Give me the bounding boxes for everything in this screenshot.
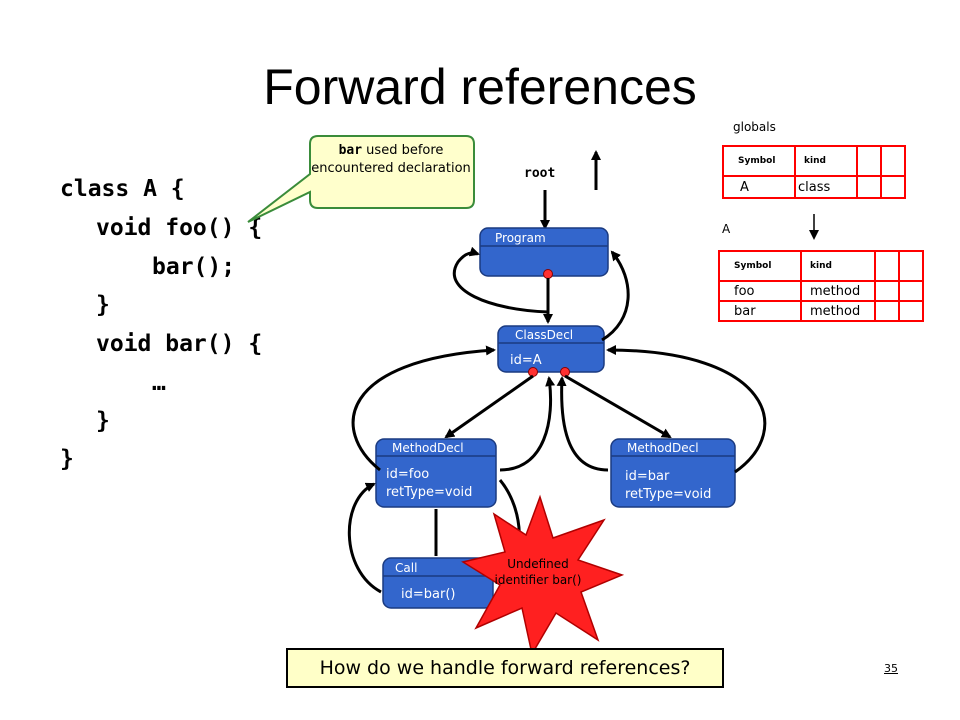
code-line-4: } [96,292,110,318]
code-line-5: void bar() { [96,331,263,357]
globals-header-kind: kind [794,145,858,177]
slide-title: Forward references [263,59,697,115]
a-header-symbol: Symbol [718,250,802,282]
globals-row-1-kind: class [794,175,858,199]
code-line-7: } [96,408,110,434]
code-line-1: class A { [60,176,185,202]
a-row-2-symbol: bar [718,300,802,322]
edge-foo-to-classdecl-mid [499,376,556,472]
edge-foo-to-classdecl-left [351,345,496,472]
edge-call-to-foo [347,482,382,594]
edge-bar-to-classdecl-right [606,345,767,474]
callout-keyword: bar [338,143,363,158]
error-burst-text: Undefined identifier bar() [478,556,598,588]
globals-header-symbol: Symbol [722,145,796,177]
edge-classdecl-to-program [601,250,630,342]
classdecl-node [497,325,605,377]
error-burst-line-1: Undefined [507,557,569,571]
method-bar-rettype: retType=void [625,487,712,502]
error-burst-line-2: identifier bar() [494,573,582,587]
callout-bubble [247,135,475,223]
edge-classdecl-to-bar [564,374,672,439]
method-foo-node [375,438,497,508]
a-row-1-symbol: foo [718,280,802,302]
method-foo-rettype: retType=void [386,485,473,500]
code-line-8: } [60,446,74,472]
classdecl-pointer-right [560,367,570,377]
code-line-2: void foo() { [96,215,263,241]
a-table-caption: A [722,222,731,236]
classdecl-label: ClassDecl [515,328,574,342]
a-header-kind: kind [800,250,876,282]
classdecl-id: id=A [510,353,542,368]
call-node [382,557,494,609]
program-node [479,227,609,279]
program-child-pointer [543,269,553,279]
program-label: Program [495,231,546,245]
callout-message: used before encountered declaration [311,143,471,176]
method-bar-id: id=bar [625,469,670,484]
call-label: Call [395,561,418,575]
method-bar-label: MethodDecl [627,441,699,455]
page-number: 35 [884,662,898,675]
method-bar-node [610,438,736,508]
code-line-3: bar(); [152,254,236,280]
edge-bar-to-classdecl-mid [556,376,609,472]
callout-text: bar used before encountered declaration [310,142,472,178]
method-foo-label: MethodDecl [392,441,464,455]
question-box: How do we handle forward references? [286,648,724,688]
a-symbol-table: Symbol kind foo method bar method [718,250,924,322]
edge-classdecl-to-foo [444,374,534,439]
globals-caption: globals [733,120,776,134]
edge-program-self-loop [452,246,549,314]
a-row-1-kind: method [800,280,876,302]
code-line-6: … [152,370,166,396]
globals-row-1-symbol: A [722,175,796,199]
call-id: id=bar() [401,587,456,602]
method-foo-id: id=foo [386,467,430,482]
globals-symbol-table: Symbol kind A class [722,145,906,199]
root-label: root [524,166,556,181]
a-row-2-kind: method [800,300,876,322]
